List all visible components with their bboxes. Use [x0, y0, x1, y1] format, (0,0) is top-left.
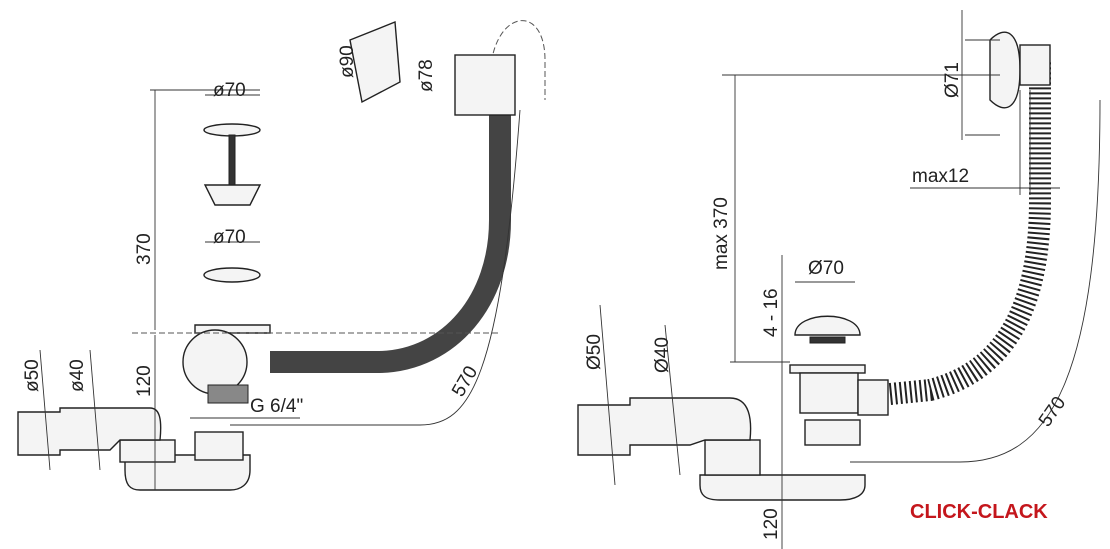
- click-clack-brand-label: CLICK-CLACK: [910, 501, 1048, 523]
- left-570-dimension-arc: [230, 109, 521, 426]
- left-overflow-body-dia-label: ø78: [416, 59, 437, 92]
- plug-mid: [203, 267, 261, 283]
- right-drain-nut: [804, 419, 861, 446]
- right-height-120-label: 120: [761, 508, 782, 540]
- left-outlet-dia-40-label: ø40: [67, 359, 88, 392]
- plug-top: [203, 123, 261, 137]
- left-trap: [124, 454, 251, 491]
- overflow-body: [454, 54, 516, 116]
- left-plug-mid-dia-label: ø70: [213, 227, 246, 248]
- left-flexible-hose: [270, 95, 511, 373]
- left-overflow-cover-dia-label: ø90: [337, 45, 358, 78]
- right-overflow-elbow: [1019, 44, 1051, 86]
- plug-stem: [228, 134, 236, 186]
- right-plug-dia-label: Ø70: [808, 258, 844, 279]
- plug-seat: [203, 184, 262, 206]
- overflow-cover: [349, 20, 401, 104]
- right-570-dimension-arc: [850, 99, 1101, 463]
- left-trap-nut: [119, 439, 176, 463]
- right-drain-body: [799, 372, 859, 414]
- right-plug-gasket: [809, 336, 846, 344]
- left-height-370-label: 370: [134, 233, 155, 265]
- right-plug-cap: [794, 315, 861, 336]
- left-height-120-label: 120: [134, 365, 155, 397]
- left-outlet-dia-50-label: ø50: [22, 359, 43, 392]
- drain-body: [182, 329, 248, 395]
- right-overflow-cover: [989, 31, 1021, 109]
- left-trap-nut-2: [194, 431, 244, 461]
- right-plug-flange: [789, 364, 866, 374]
- left-bath-drain-assembly: ø70 ø90 ø78 370 ø70 120 ø50 ø40 G 6/4" 5…: [17, 20, 546, 491]
- right-overflow-dia-label: Ø71: [942, 62, 963, 98]
- right-overflow-connector: [857, 379, 889, 416]
- right-trap: [699, 474, 866, 501]
- thread-ring: [207, 384, 249, 404]
- right-flexible-hose: [878, 60, 1051, 406]
- right-outlet-dia-50-label: Ø50: [584, 334, 605, 370]
- left-thread-label: G 6/4": [250, 396, 303, 417]
- left-hose-length-label: 570: [448, 363, 482, 401]
- right-tub-thickness-label: 4 - 16: [761, 288, 782, 337]
- left-outlet-pipe: [17, 407, 162, 456]
- left-plug-top-dia-label: ø70: [213, 80, 246, 101]
- right-outlet-pipe: [577, 397, 752, 456]
- right-max-height-label: max 370: [711, 197, 732, 270]
- right-trap-nut: [704, 439, 761, 476]
- right-max-wall-label: max12: [912, 166, 969, 187]
- right-outlet-dia-40-label: Ø40: [652, 337, 673, 373]
- right-click-clack-assembly: Ø71 max12 max 370 4 - 16 Ø70 Ø50 Ø40 570…: [577, 10, 1101, 549]
